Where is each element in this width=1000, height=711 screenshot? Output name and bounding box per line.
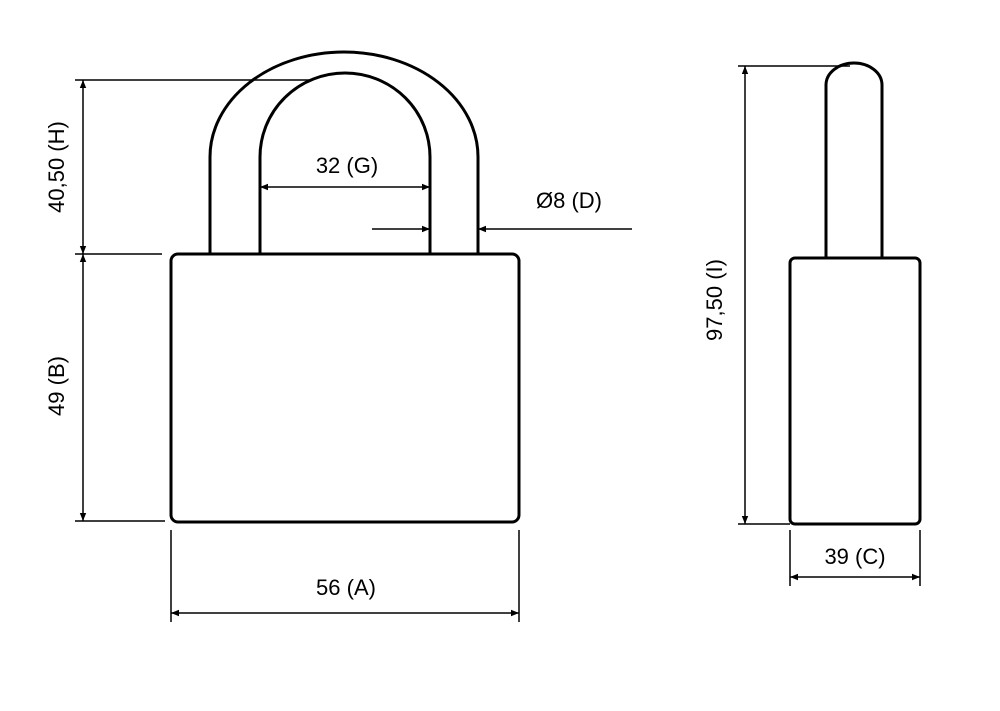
shackle-outer xyxy=(208,50,480,254)
label-shackle-height: 40,50 (H) xyxy=(44,121,69,213)
dimension-lines xyxy=(75,65,921,622)
label-shackle-inner-width: 32 (G) xyxy=(316,153,378,178)
lock-body xyxy=(169,252,521,524)
shackle-inner xyxy=(258,71,432,254)
side-shackle xyxy=(824,61,884,258)
front-view xyxy=(169,50,521,524)
label-body-depth: 39 (C) xyxy=(824,544,885,569)
label-body-height: 49 (B) xyxy=(44,356,69,416)
side-view xyxy=(788,61,922,526)
side-body xyxy=(788,256,922,526)
label-total-height: 97,50 (I) xyxy=(702,259,727,341)
label-shackle-diameter: Ø8 (D) xyxy=(536,188,602,213)
label-body-width: 56 (A) xyxy=(316,575,376,600)
